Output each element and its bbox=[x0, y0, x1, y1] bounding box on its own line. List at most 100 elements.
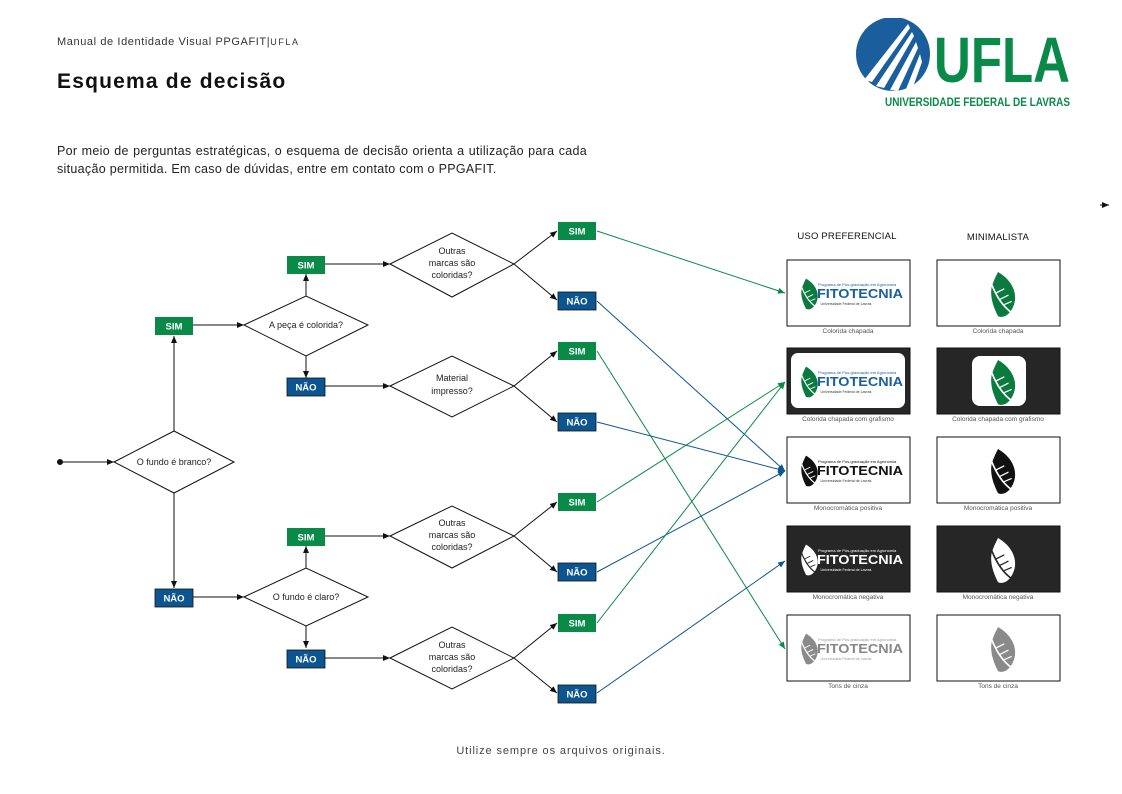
brand-university: Universidade Federal de Lavras bbox=[821, 302, 872, 306]
answer-nao: NÃO bbox=[154, 588, 194, 608]
decision-peca-colorida bbox=[242, 295, 370, 357]
ufla-letters: UFLA bbox=[934, 24, 1070, 96]
decision-outras-marcas-3 bbox=[388, 626, 516, 690]
question-line: impresso? bbox=[431, 386, 473, 396]
question-line: marcas são bbox=[429, 258, 476, 268]
preferred-variant-thumb: Programa de Pós-graduação em AgronomiaFI… bbox=[786, 347, 911, 423]
answer-nao: NÃO bbox=[557, 412, 597, 432]
preferred-variant-caption: Colorida chapada bbox=[823, 328, 874, 335]
brand-name: FITOTECNIA bbox=[817, 641, 904, 656]
question-line: Outras bbox=[438, 518, 466, 528]
outcome-connector bbox=[596, 230, 786, 294]
question-line: marcas são bbox=[429, 652, 476, 662]
brand-name: FITOTECNIA bbox=[817, 374, 904, 389]
answer-label: NÃO bbox=[163, 594, 184, 605]
ufla-logo: UFLA UNIVERSIDADE FEDERAL DE LAVRAS bbox=[856, 18, 1070, 109]
page-title: Esquema de decisão bbox=[57, 70, 287, 93]
preferred-variant-thumb: Programa de Pós-graduação em AgronomiaFI… bbox=[786, 525, 911, 601]
leaf-icon bbox=[801, 366, 818, 398]
answer-sim: SIM bbox=[558, 614, 596, 632]
minimal-variant-caption: Monocromática positiva bbox=[964, 505, 1033, 512]
answer-box bbox=[154, 588, 194, 608]
minimal-variant-thumb: Colorida chapada bbox=[936, 259, 1061, 335]
answer-label: SIM bbox=[298, 261, 315, 272]
preferred-variant-thumb: Programa de Pós-graduação em AgronomiaFI… bbox=[786, 614, 911, 690]
leaf-icon bbox=[990, 449, 1016, 494]
footer-note: Utilize sempre os arquivos originais. bbox=[456, 745, 666, 757]
answer-label: SIM bbox=[569, 227, 586, 238]
preferred-variant-thumb: Programa de Pós-graduação em AgronomiaFI… bbox=[786, 436, 911, 512]
header-separator: | bbox=[266, 36, 271, 48]
leaf-icon bbox=[990, 538, 1016, 583]
decision-fundo-branco bbox=[112, 430, 236, 494]
minimal-variant-caption: Colorida chapada bbox=[973, 328, 1024, 335]
answer-box bbox=[557, 291, 597, 311]
answer-nao: NÃO bbox=[286, 377, 326, 397]
answer-nao: NÃO bbox=[557, 684, 597, 704]
ufla-emblem-stroke bbox=[864, 24, 910, 82]
minimal-variant-thumb: Monocromática positiva bbox=[936, 436, 1061, 512]
brand-program: Programa de Pós-graduação em Agronomia bbox=[818, 459, 897, 464]
answer-box bbox=[557, 412, 597, 432]
question-line: marcas são bbox=[429, 530, 476, 540]
org-short-name: UFLA bbox=[270, 37, 300, 47]
white-card bbox=[791, 353, 905, 408]
answer-box bbox=[558, 222, 596, 240]
manual-title: Manual de Identidade Visual PPGAFIT bbox=[57, 36, 267, 48]
answer-label: SIM bbox=[166, 322, 183, 333]
answer-sim: SIM bbox=[558, 222, 596, 240]
answer-label: SIM bbox=[298, 533, 315, 544]
brand-program: Programa de Pós-graduação em Agronomia bbox=[818, 370, 897, 375]
question-fundo-claro: O fundo é claro? bbox=[273, 592, 340, 602]
column-preferred-heading: USO PREFERENCIAL bbox=[797, 231, 896, 242]
answer-label: SIM bbox=[569, 498, 586, 509]
answer-box bbox=[286, 377, 326, 397]
answer-label: NÃO bbox=[295, 383, 316, 394]
answer-label: NÃO bbox=[566, 568, 587, 579]
answer-box bbox=[558, 614, 596, 632]
question-line: Outras bbox=[438, 246, 466, 256]
answer-label: NÃO bbox=[295, 655, 316, 666]
answer-sim: SIM bbox=[287, 528, 325, 546]
brand-program: Programa de Pós-graduação em Agronomia bbox=[818, 282, 897, 287]
brand-university: Universidade Federal de Lavras bbox=[821, 657, 872, 661]
answer-box bbox=[558, 493, 596, 511]
answer-box bbox=[557, 684, 597, 704]
question-line: Outras bbox=[438, 640, 466, 650]
minimal-variant-caption: Colorida chapada com grafismo bbox=[952, 416, 1044, 423]
leaf-icon bbox=[801, 544, 818, 576]
answer-box bbox=[286, 649, 326, 669]
answer-label: NÃO bbox=[566, 297, 587, 308]
brand-program: Programa de Pós-graduação em Agronomia bbox=[818, 637, 897, 642]
answer-label: SIM bbox=[569, 619, 586, 630]
leaf-icon bbox=[990, 627, 1016, 672]
column-minimal-heading: MINIMALISTA bbox=[967, 232, 1030, 243]
minimal-variant-thumb: Tons de cinza bbox=[936, 614, 1061, 690]
answer-sim: SIM bbox=[287, 256, 325, 274]
minimal-variant-caption: Tons de cinza bbox=[978, 683, 1018, 690]
leaf-icon bbox=[990, 272, 1016, 317]
answer-box bbox=[557, 562, 597, 582]
answer-nao: NÃO bbox=[557, 291, 597, 311]
question-line: coloridas? bbox=[431, 270, 472, 280]
manual-header: Manual de Identidade Visual PPGAFIT|UFLA bbox=[57, 36, 300, 48]
brand-university: Universidade Federal de Lavras bbox=[821, 479, 872, 483]
answer-box bbox=[155, 317, 193, 335]
answer-label: NÃO bbox=[566, 418, 587, 429]
answer-sim: SIM bbox=[558, 342, 596, 360]
answer-nao: NÃO bbox=[286, 649, 326, 669]
minimal-variant-caption: Monocromática negativa bbox=[963, 594, 1034, 601]
answer-label: SIM bbox=[569, 347, 586, 358]
question-line: coloridas? bbox=[431, 542, 472, 552]
answer-sim: SIM bbox=[155, 317, 193, 335]
intro-paragraph: Por meio de perguntas estratégicas, o es… bbox=[57, 144, 587, 176]
decision-outras-marcas-2 bbox=[388, 505, 516, 569]
decision-outras-marcas-1 bbox=[388, 232, 516, 298]
decision-material-impresso bbox=[388, 355, 516, 418]
preferred-variant-thumb: Programa de Pós-graduação em AgronomiaFI… bbox=[786, 259, 911, 335]
decision-fundo-claro bbox=[242, 567, 370, 627]
question-line: coloridas? bbox=[431, 664, 472, 674]
question-fundo-branco: O fundo é branco? bbox=[137, 457, 212, 467]
minimal-variant-thumb: Colorida chapada com grafismo bbox=[936, 347, 1061, 423]
